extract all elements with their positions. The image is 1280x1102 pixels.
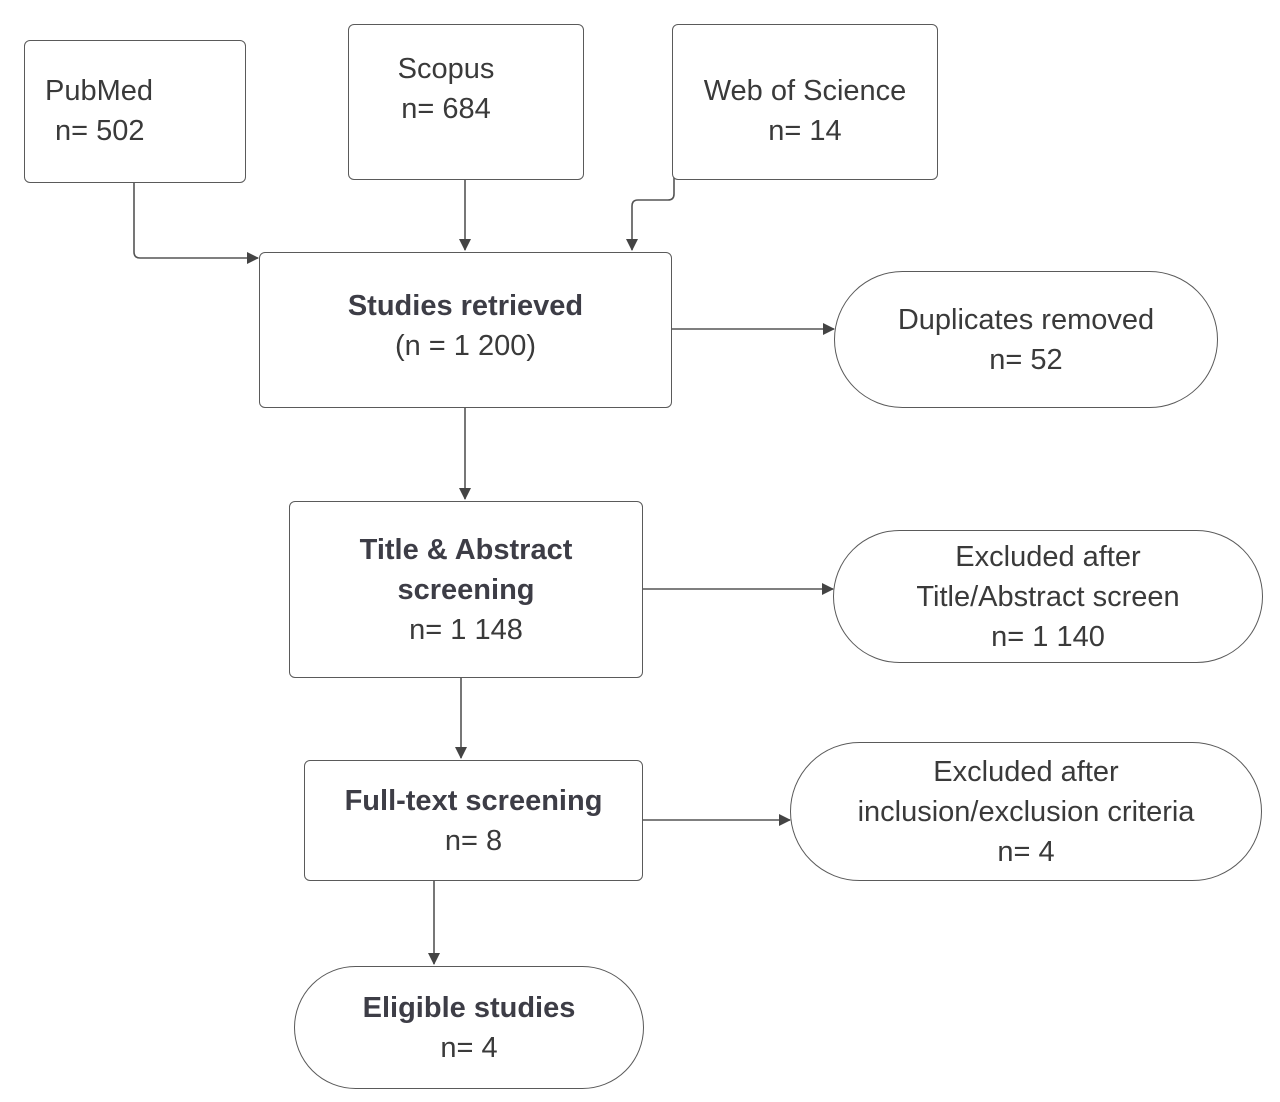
duplicates-removed-title: Duplicates removed — [897, 303, 1155, 336]
eligible-title: Eligible studies — [362, 991, 576, 1024]
fulltext-count: n= 8 — [444, 824, 503, 857]
pubmed-count: n= 502 — [55, 115, 145, 147]
title-abstract-screening-box: Title & Abstract screening n= 1 148 — [289, 501, 643, 678]
title-abstract-title-line1: Title & Abstract — [359, 533, 573, 566]
duplicates-removed-node: Duplicates removed n= 52 — [834, 271, 1218, 408]
wos-box: Web of Science n= 14 — [672, 24, 938, 180]
excluded-ta-count: n= 1 140 — [991, 620, 1105, 653]
excluded-ta-line2: Title/Abstract screen — [916, 580, 1180, 613]
excluded-title-abstract-node: Excluded after Title/Abstract screen n= … — [833, 530, 1263, 663]
wos-label: Web of Science — [703, 75, 907, 107]
excluded-criteria-count: n= 4 — [997, 835, 1055, 868]
studies-retrieved-title: Studies retrieved — [347, 290, 584, 322]
scopus-label: Scopus — [397, 53, 495, 85]
pubmed-box: PubMed n= 502 — [24, 40, 246, 183]
fulltext-screening-box: Full-text screening n= 8 — [304, 760, 643, 881]
title-abstract-title-line2: screening — [397, 573, 535, 606]
duplicates-removed-count: n= 52 — [989, 343, 1063, 376]
studies-retrieved-box: Studies retrieved (n = 1 200) — [259, 252, 672, 408]
excluded-criteria-line2: inclusion/exclusion criteria — [857, 795, 1195, 828]
eligible-count: n= 4 — [440, 1031, 498, 1064]
excluded-ta-line1: Excluded after — [955, 540, 1141, 573]
fulltext-title: Full-text screening — [344, 784, 603, 817]
arrow-pubmed-to-retrieved — [133, 183, 259, 264]
arrow-wos-to-retrieved — [626, 152, 675, 251]
pubmed-label: PubMed — [45, 75, 154, 107]
excluded-criteria-node: Excluded after inclusion/exclusion crite… — [790, 742, 1262, 881]
title-abstract-count: n= 1 148 — [409, 613, 523, 646]
eligible-studies-node: Eligible studies n= 4 — [294, 966, 644, 1089]
studies-retrieved-count: (n = 1 200) — [394, 330, 537, 362]
scopus-box: Scopus n= 684 — [348, 24, 584, 180]
excluded-criteria-line1: Excluded after — [933, 755, 1119, 788]
wos-count: n= 14 — [768, 115, 842, 147]
scopus-count: n= 684 — [401, 93, 491, 125]
